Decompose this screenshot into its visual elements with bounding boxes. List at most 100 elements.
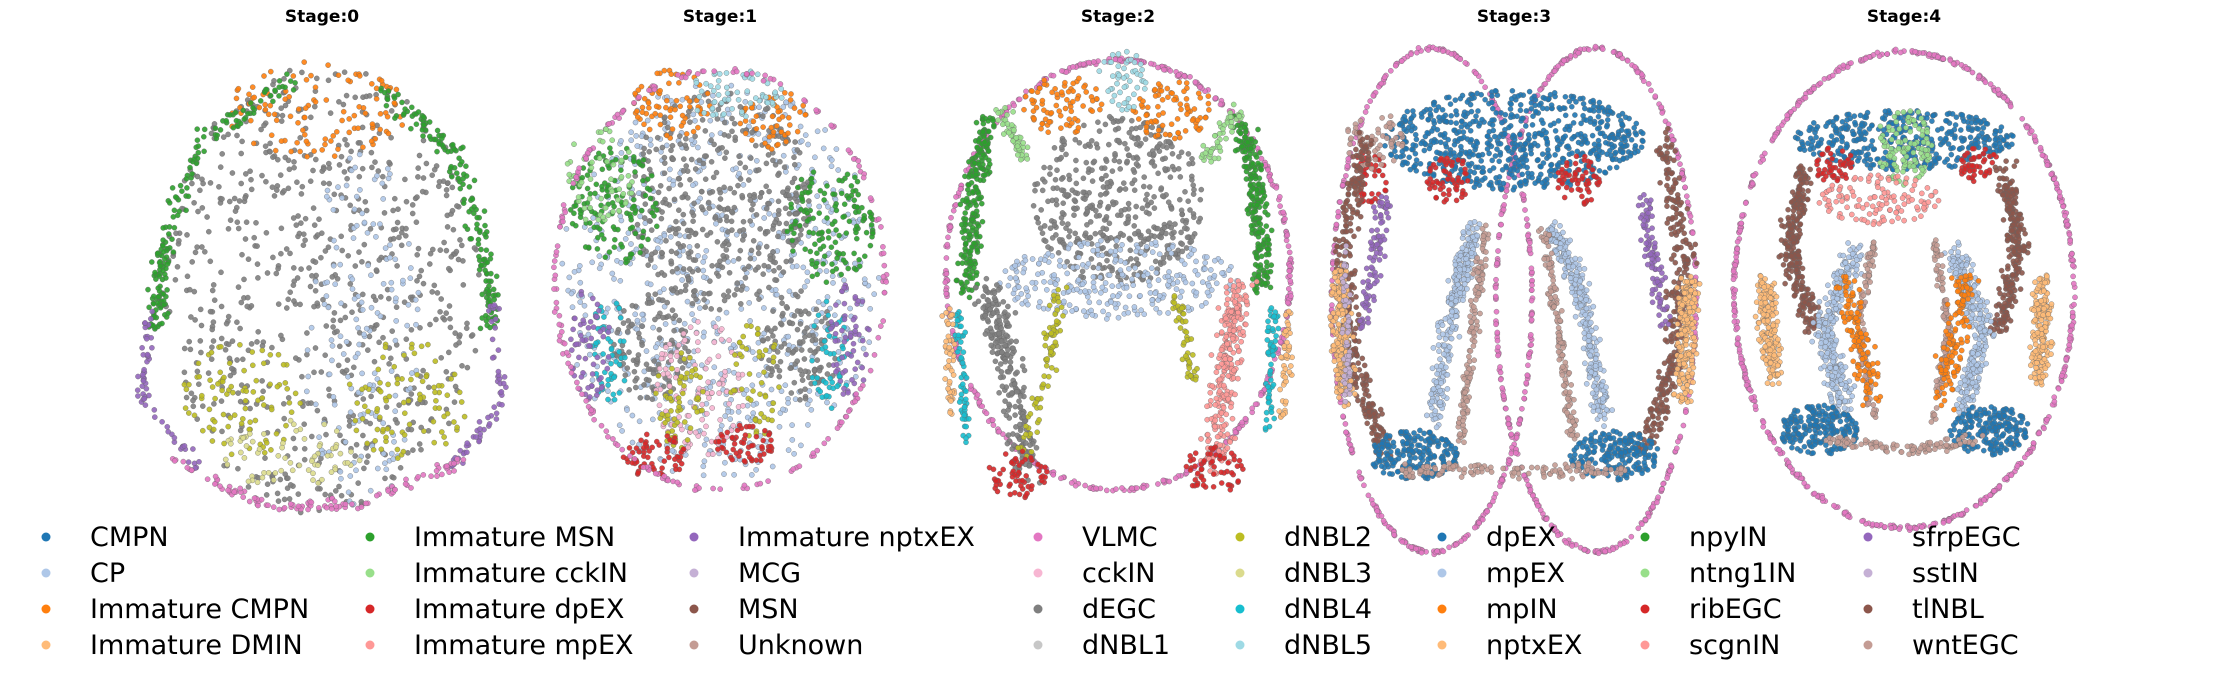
point-dnbl5 [730,106,735,111]
point-degc [676,208,681,213]
point-vlmc [1051,73,1056,78]
point-degc [360,125,365,130]
point-vlmc [592,417,597,422]
point-immature-nptxex [135,388,140,393]
point-cp [618,278,623,283]
point-immature-cckin [627,183,632,188]
point-vlmc [880,244,885,249]
point-degc [432,283,437,288]
point-dnbl2 [401,400,406,405]
point-immature-msn [403,107,408,112]
point-dnbl2 [376,367,381,372]
point-cp [751,402,756,407]
point-immature-nptxex [571,327,576,332]
point-cp [383,246,388,251]
point-cp [416,290,421,295]
point-dnbl3 [261,470,266,475]
point-dnbl3 [271,477,276,482]
point-dnbl2 [360,416,365,421]
point-immature-msn [421,114,426,119]
point-immature-cmpn [305,154,310,159]
point-cp [805,422,810,427]
point-degc [760,114,765,119]
point-vlmc [615,443,620,448]
point-dnbl2 [220,388,225,393]
point-dnbl2 [769,418,774,423]
point-immature-msn [639,244,644,249]
point-immature-msn [234,118,239,123]
point-immature-cckin [610,138,615,143]
point-degc [637,335,642,340]
point-vlmc [584,156,589,161]
point-degc [642,146,647,151]
point-immature-nptxex [845,390,850,395]
point-degc [764,184,769,189]
point-degc [689,157,694,162]
point-immature-nptxex [842,317,847,322]
point-cp [387,242,392,247]
point-cp [313,279,318,284]
point-immature-msn [250,105,255,110]
point-degc [806,198,811,203]
point-immature-nptxex [152,407,157,412]
point-degc [304,330,309,335]
point-cp [330,343,335,348]
point-immature-nptxex [595,355,600,360]
point-immature-msn [597,226,602,231]
point-immature-nptxex [594,314,599,319]
point-degc [446,421,451,426]
point-cp [327,372,332,377]
point-dnbl2 [700,389,705,394]
point-immature-msn [401,111,406,116]
point-immature-nptxex [135,374,140,379]
point-degc [187,339,192,344]
point-vlmc [1094,486,1099,491]
point-cp [726,409,731,414]
point-degc [640,324,645,329]
point-immature-nptxex [829,319,834,324]
point-vlmc [945,235,950,240]
point-immature-cmpn [334,129,339,134]
point-vlmc [434,468,439,473]
point-cp [757,105,762,110]
point-immature-msn [612,237,617,242]
point-degc [248,406,253,411]
point-degc [263,179,268,184]
point-vlmc [852,399,857,404]
point-dnbl2 [210,384,215,389]
point-degc [438,309,443,314]
point-degc [275,157,280,162]
point-cp [644,349,649,354]
point-dnbl2 [687,355,692,360]
point-degc [658,183,663,188]
point-immature-msn [612,245,617,250]
point-vlmc [1155,481,1160,486]
point-dnbl2 [268,352,273,357]
point-degc [1112,158,1117,163]
point-immature-msn [484,318,489,323]
point-degc [757,289,762,294]
point-degc [410,202,415,207]
point-degc [780,190,785,195]
point-immature-cmpn [680,113,685,118]
point-dnbl2 [209,350,214,355]
point-cckin [710,452,715,457]
point-degc [695,243,700,248]
point-degc [804,325,809,330]
point-degc [384,405,389,410]
point-cp [825,294,830,299]
point-degc [414,220,419,225]
point-cp [786,400,791,405]
point-vlmc [686,71,691,76]
point-degc [380,335,385,340]
point-immature-msn [248,100,253,105]
point-degc [233,209,238,214]
point-immature-msn [845,172,850,177]
point-vlmc [551,265,556,270]
point-immature-msn [654,224,659,229]
point-immature-nptxex [493,317,498,322]
point-immature-cmpn [687,99,692,104]
point-degc [797,397,802,402]
point-degc [700,227,705,232]
point-degc [306,265,311,270]
